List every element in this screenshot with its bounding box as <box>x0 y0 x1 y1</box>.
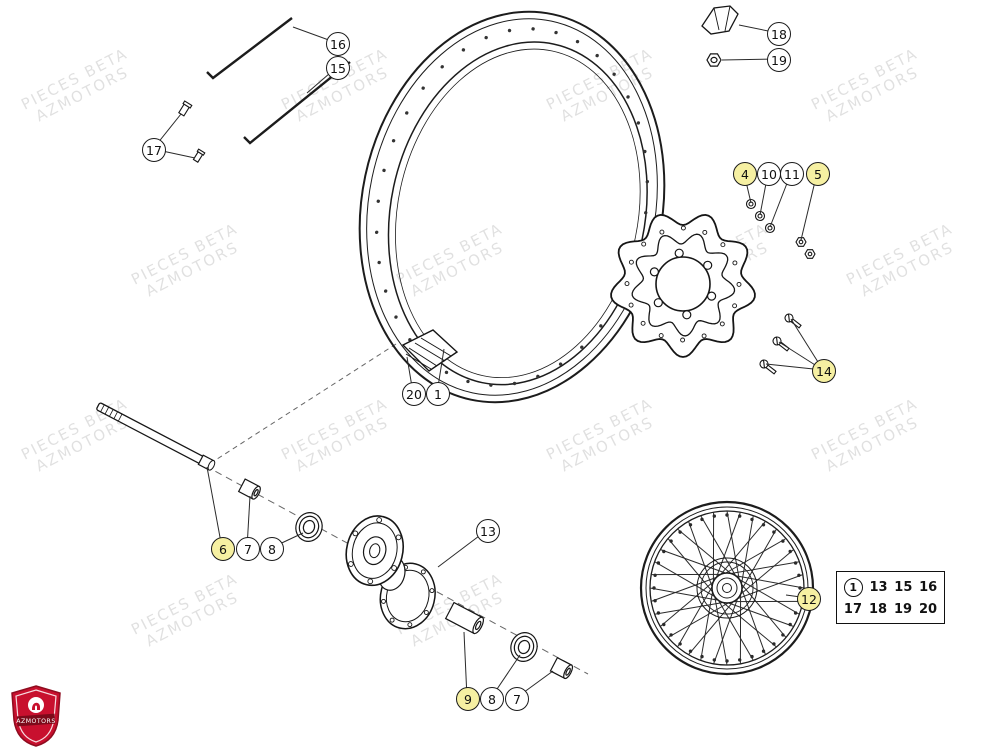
washer-drawing <box>745 198 776 234</box>
legend-number: 17 <box>843 602 863 618</box>
callout-19: 19 <box>767 48 791 72</box>
kit-legend-row: 1 13 15 16 <box>837 577 944 597</box>
screw-drawing <box>759 313 802 375</box>
bolt-drawing <box>795 237 816 259</box>
callout-4: 4 <box>733 162 757 186</box>
kit-legend-row: 17 18 19 20 <box>837 602 944 617</box>
legend-number: 18 <box>868 602 888 618</box>
callout-18: 18 <box>767 22 791 46</box>
legend-number: 1 <box>843 577 863 597</box>
callout-1: 1 <box>426 382 450 406</box>
callout-16: 16 <box>326 32 350 56</box>
callout-17: 17 <box>142 138 166 162</box>
azmotors-logo: AZMOTORS <box>11 685 61 747</box>
callout-6: 6 <box>211 537 235 561</box>
hub-drawing <box>345 515 436 630</box>
spacer-drawing <box>237 478 574 680</box>
legend-number: 20 <box>918 602 938 618</box>
callout-13: 13 <box>476 519 500 543</box>
callout-20: 20 <box>402 382 426 406</box>
rim-lock-drawing <box>701 5 739 35</box>
callout-7: 7 <box>505 687 529 711</box>
rim-flap-drawing <box>401 329 459 372</box>
axle-drawing <box>96 402 216 471</box>
rim-drawing <box>358 10 666 404</box>
legend-number: 19 <box>893 602 913 618</box>
bearing-drawing <box>295 512 538 662</box>
callout-8: 8 <box>480 687 504 711</box>
nut-drawing <box>706 53 722 67</box>
legend-number: 13 <box>869 579 888 595</box>
callout-9: 9 <box>456 687 480 711</box>
kit-legend-box: 1 13 15 16 17 18 19 20 <box>836 571 945 624</box>
callout-14: 14 <box>812 359 836 383</box>
callout-8: 8 <box>260 537 284 561</box>
callout-15: 15 <box>326 56 350 80</box>
legend-number: 15 <box>894 579 913 595</box>
spoke-nipple-drawing <box>178 100 206 163</box>
wheel-drawing <box>639 500 815 676</box>
brake-disc-drawing <box>610 213 756 358</box>
callout-7: 7 <box>236 537 260 561</box>
spoke-drawing <box>206 17 351 145</box>
callout-12: 12 <box>797 587 821 611</box>
logo-text: AZMOTORS <box>16 718 56 725</box>
legend-number: 16 <box>919 579 938 595</box>
callout-10: 10 <box>757 162 781 186</box>
callout-11: 11 <box>780 162 804 186</box>
callout-5: 5 <box>806 162 830 186</box>
